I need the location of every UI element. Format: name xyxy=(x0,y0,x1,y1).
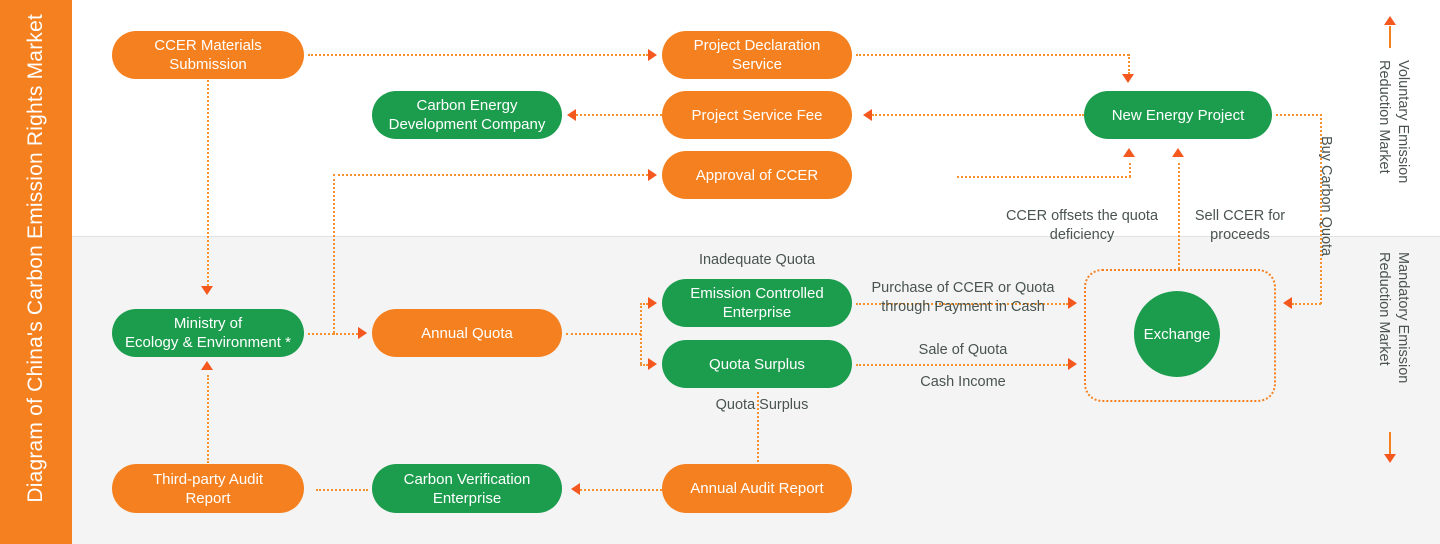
arrow-head-icon xyxy=(571,483,580,495)
node-label: Quota Surplus xyxy=(709,355,805,373)
edge-buy-carbon-quota-h2 xyxy=(1292,303,1321,305)
node-label: Carbon Energy Development Company xyxy=(388,97,546,133)
mandatory-market-label: Mandatory Emission Reduction Market xyxy=(1374,252,1431,422)
edge-service-fee-to-carbon-energy xyxy=(576,114,662,116)
node-label: Approval of CCER xyxy=(695,166,819,184)
node-ccer-materials-submission[interactable]: CCER Materials Submission xyxy=(112,31,304,79)
arrow-head-icon xyxy=(1172,148,1184,157)
arrow-head-icon xyxy=(358,327,367,339)
arrow-head-icon xyxy=(648,49,657,61)
edge-sell-ccer-v xyxy=(1178,163,1180,269)
edge-ccer-offsets-h xyxy=(957,176,1131,178)
edge-annual-quota-to-surplus xyxy=(640,364,648,366)
edge-submission-to-declaration xyxy=(308,54,648,56)
node-third-party-audit-report[interactable]: Third-party Audit Report xyxy=(112,464,304,513)
edge-emission-to-exchange xyxy=(856,303,1068,305)
edge-quota-surplus-to-audit xyxy=(757,392,759,462)
label-sell-ccer-for-proceeds: Sell CCER for proceeds xyxy=(1188,188,1292,245)
node-project-declaration-service[interactable]: Project Declaration Service xyxy=(662,31,852,79)
node-carbon-verification-enterprise[interactable]: Carbon Verification Enterprise xyxy=(372,464,562,513)
node-carbon-energy-development-company[interactable]: Carbon Energy Development Company xyxy=(372,91,562,139)
node-label: Annual Audit Report xyxy=(690,480,824,497)
voluntary-market-arrow-stem xyxy=(1389,26,1391,48)
node-annual-audit-report[interactable]: Annual Audit Report xyxy=(662,464,852,513)
edge-ministry-to-annual-quota xyxy=(308,333,358,335)
label-sale-of-quota: Sale of Quota xyxy=(855,341,1071,360)
edge-buy-carbon-quota-v xyxy=(1320,114,1322,304)
edge-approval-in-h xyxy=(333,174,648,176)
edge-annual-quota-to-emission xyxy=(640,303,648,305)
node-ministry-of-ecology-environment[interactable]: Ministry of Ecology & Environment * xyxy=(112,309,304,357)
voluntary-market-label: Voluntary Emission Reduction Market xyxy=(1374,60,1431,220)
label-text: CCER offsets the quota deficiency xyxy=(1005,208,1159,243)
edge-audit-to-verification xyxy=(580,489,662,491)
node-label: New Energy Project xyxy=(1111,106,1245,124)
label-text: Purchase of CCER or Quota through Paymen… xyxy=(871,280,1055,315)
edge-approval-down-v xyxy=(333,174,335,333)
node-label: Ministry of Ecology & Environment * xyxy=(125,315,291,351)
label-text: Quota Surplus xyxy=(715,397,809,413)
node-emission-controlled-enterprise[interactable]: Emission Controlled Enterprise xyxy=(662,279,852,327)
edge-ccer-offsets-v xyxy=(1129,163,1131,177)
node-new-energy-project[interactable]: New Energy Project xyxy=(1084,91,1272,139)
arrow-head-icon xyxy=(201,286,213,295)
label-text: Sale of Quota xyxy=(918,342,1008,358)
node-quota-surplus[interactable]: Quota Surplus xyxy=(662,340,852,388)
title-sidebar: Diagram of China's Carbon Emission Right… xyxy=(0,0,72,544)
label-text: Sell CCER for proceeds xyxy=(1194,208,1286,243)
arrow-head-icon xyxy=(1068,358,1077,370)
arrow-head-icon xyxy=(1283,297,1292,309)
node-label: Exchange xyxy=(1143,325,1211,343)
label-text: Mandatory Emission Reduction Market xyxy=(1376,252,1411,384)
label-purchase-ccer-or-quota: Purchase of CCER or Quota through Paymen… xyxy=(855,260,1071,317)
node-label: Third-party Audit Report xyxy=(152,470,264,507)
label-cash-income: Cash Income xyxy=(855,373,1071,392)
label-text: Cash Income xyxy=(920,374,1006,390)
label-text: Inadequate Quota xyxy=(698,252,816,268)
arrow-head-icon xyxy=(1123,148,1135,157)
label-quota-surplus-edge: Quota Surplus xyxy=(657,396,867,415)
label-buy-carbon-quota: Buy Carbon Quota xyxy=(1316,136,1354,280)
node-label: Project Declaration Service xyxy=(693,37,821,73)
node-label: Carbon Verification Enterprise xyxy=(403,470,531,507)
arrow-head-icon xyxy=(648,358,657,370)
edge-submission-to-ministry xyxy=(207,80,209,286)
exchange-container xyxy=(1084,269,1276,402)
edge-declaration-to-new-energy-h xyxy=(856,54,1129,56)
node-label: Annual Quota xyxy=(421,324,513,342)
arrow-head-icon xyxy=(648,297,657,309)
node-project-service-fee[interactable]: Project Service Fee xyxy=(662,91,852,139)
arrow-head-icon xyxy=(648,169,657,181)
arrow-head-icon xyxy=(1068,297,1077,309)
label-text: Voluntary Emission Reduction Market xyxy=(1376,60,1411,184)
arrow-head-icon xyxy=(863,109,872,121)
arrow-head-icon xyxy=(567,109,576,121)
page-title: Diagram of China's Carbon Emission Right… xyxy=(24,14,47,503)
node-approval-of-ccer[interactable]: Approval of CCER xyxy=(662,151,852,199)
node-label: Project Service Fee xyxy=(691,106,823,124)
node-annual-quota[interactable]: Annual Quota xyxy=(372,309,562,357)
mandatory-market-arrow-stem xyxy=(1389,432,1391,454)
up-arrow-icon xyxy=(1384,16,1396,25)
down-arrow-icon xyxy=(1384,454,1396,463)
edge-declaration-to-new-energy-v xyxy=(1128,54,1130,74)
node-exchange[interactable]: Exchange xyxy=(1134,291,1220,377)
edge-third-party-to-ministry xyxy=(207,375,209,463)
edge-buy-carbon-quota-h1 xyxy=(1276,114,1322,116)
edge-annual-quota-split xyxy=(640,303,642,364)
edge-verification-to-third-party xyxy=(316,489,368,491)
label-ccer-offsets-quota-deficiency: CCER offsets the quota deficiency xyxy=(960,188,1204,245)
edge-new-energy-to-service-fee xyxy=(872,114,1084,116)
arrow-head-icon xyxy=(1122,74,1134,83)
label-text: Buy Carbon Quota xyxy=(1318,136,1334,257)
edge-surplus-to-exchange xyxy=(856,364,1068,366)
edge-annual-quota-out xyxy=(566,333,641,335)
node-label: Emission Controlled Enterprise xyxy=(690,285,824,321)
arrow-head-icon xyxy=(201,361,213,370)
node-label: CCER Materials Submission xyxy=(154,37,262,73)
label-inadequate-quota: Inadequate Quota xyxy=(657,251,857,270)
